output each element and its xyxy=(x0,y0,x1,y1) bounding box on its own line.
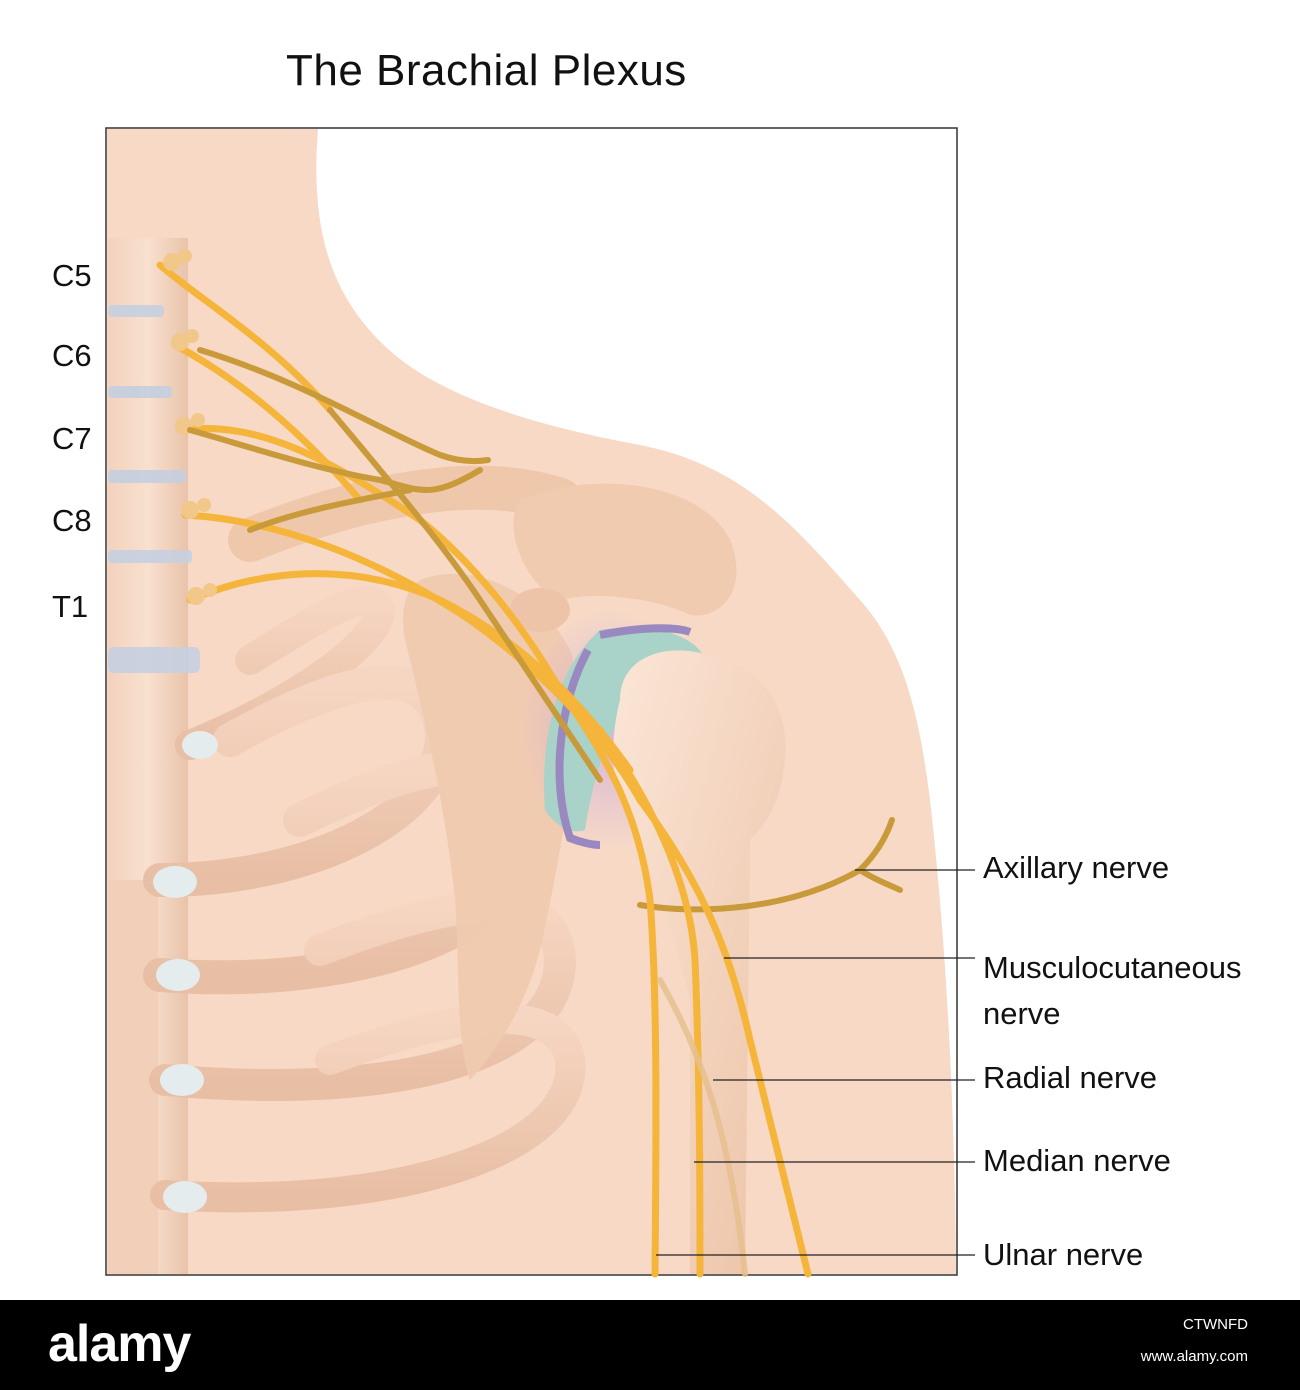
label-radial-nerve: Radial nerve xyxy=(983,1060,1158,1095)
label-musculocutaneous-line2: nerve xyxy=(983,996,1061,1031)
acromion xyxy=(513,483,737,616)
clavicle xyxy=(228,465,582,562)
diagram-title: The Brachial Plexus xyxy=(286,46,687,95)
intervertebral-discs xyxy=(108,305,200,673)
root-label-c7: C7 xyxy=(52,421,92,456)
label-ulnar-nerve: Ulnar nerve xyxy=(983,1237,1144,1272)
alamy-logo: alamy xyxy=(48,1315,191,1373)
label-axillary-nerve: Axillary nerve xyxy=(983,850,1170,885)
glenoid-labrum xyxy=(555,624,692,849)
root-label-c5: C5 xyxy=(52,258,92,293)
leader-lines xyxy=(656,869,975,1256)
nerve-branches-dark xyxy=(187,347,903,913)
root-label-c6: C6 xyxy=(52,338,92,373)
root-label-c8: C8 xyxy=(52,503,92,538)
arm-nerves xyxy=(556,686,812,1278)
glenoid-cartilage xyxy=(544,627,705,832)
arm-nerves-faint xyxy=(657,977,748,1277)
image-id: CTWNFD xyxy=(1183,1316,1248,1333)
label-musculocutaneous-line1: Musculocutaneous xyxy=(983,950,1242,985)
humeral-head xyxy=(613,650,786,1274)
nerve-roots xyxy=(156,261,644,804)
brachial-plexus-illustration xyxy=(105,127,975,1278)
costal-cartilage xyxy=(153,731,218,1213)
coracoid xyxy=(510,588,570,632)
footer-bar: alamy CTWNFD www.alamy.com xyxy=(0,1300,1300,1390)
root-label-t1: T1 xyxy=(52,589,89,624)
site-url: www.alamy.com xyxy=(1140,1348,1248,1365)
nerve-root-knobs xyxy=(163,249,217,605)
label-median-nerve: Median nerve xyxy=(983,1143,1171,1178)
